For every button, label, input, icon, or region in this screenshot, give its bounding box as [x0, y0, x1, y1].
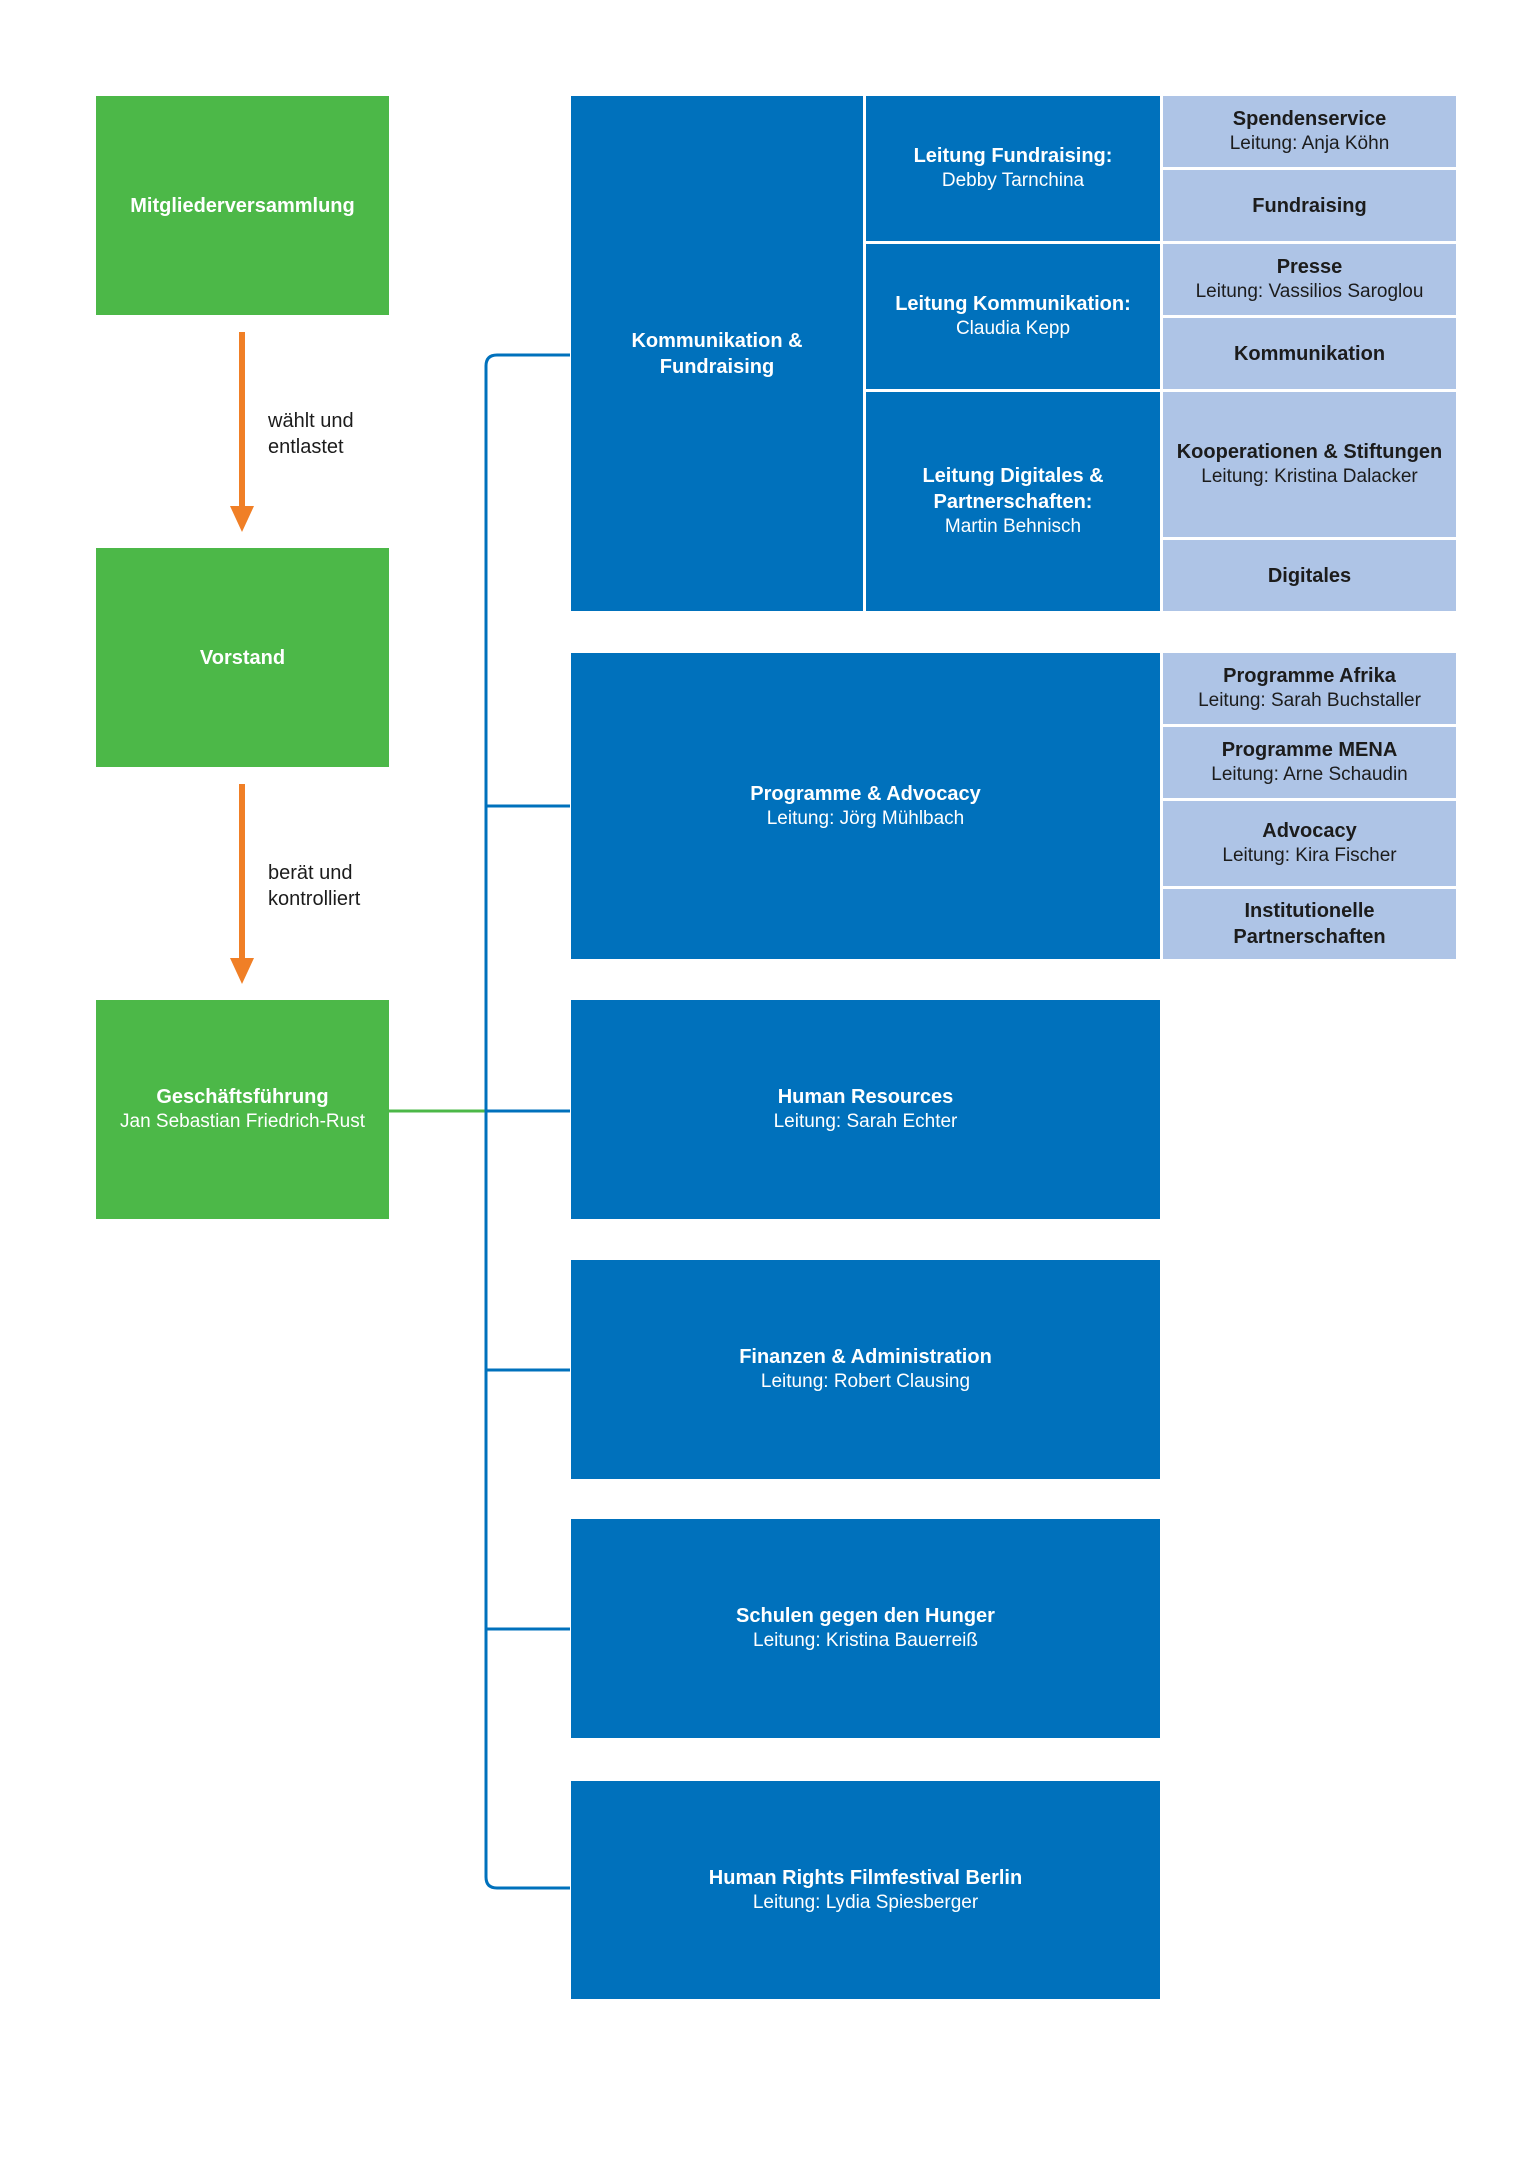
- unit-institutionelle-partnerschaften: Institutionelle Partnerschaften: [1163, 889, 1456, 959]
- management-box: Geschäftsführung Jan Sebastian Friedrich…: [96, 1000, 389, 1219]
- dept-komm-title-line2: Fundraising: [659, 355, 775, 378]
- management-name: Jan Sebastian Friedrich-Rust: [120, 1111, 365, 1133]
- arrow-beraet: [230, 784, 254, 984]
- dept-schulen-lead: Leitung: Kristina Bauerreiß: [753, 1630, 978, 1652]
- arrow2-label-line2: kontrolliert: [268, 888, 361, 910]
- unit-programme-mena: Programme MENA Leitung: Arne Schaudin: [1163, 727, 1456, 798]
- arrow2-label-line1: berät und: [268, 862, 353, 884]
- unit-spendenservice-lead: Leitung: Anja Köhn: [1229, 133, 1390, 155]
- unit-kommunikation: Kommunikation: [1163, 318, 1456, 389]
- dept-komm-title-line1: Kommunikation &: [631, 329, 803, 352]
- unit-advocacy-title: Advocacy: [1262, 820, 1357, 843]
- unit-mena-lead: Leitung: Arne Schaudin: [1211, 764, 1408, 786]
- unit-spendenservice: Spendenservice Leitung: Anja Köhn: [1163, 96, 1456, 167]
- unit-fundraising-title: Fundraising: [1252, 194, 1367, 217]
- unit-programme-afrika: Programme Afrika Leitung: Sarah Buchstal…: [1163, 653, 1456, 724]
- dept-finanzen-title: Finanzen & Administration: [739, 1346, 992, 1369]
- lead-fundraising-title: Leitung Fundraising:: [913, 145, 1113, 168]
- lead-digitales: Leitung Digitales & Partnerschaften: Mar…: [866, 392, 1160, 611]
- unit-institutionelle-title-line1: Institutionelle: [1244, 900, 1375, 922]
- unit-fundraising: Fundraising: [1163, 170, 1456, 241]
- unit-digitales: Digitales: [1163, 540, 1456, 611]
- unit-afrika-lead: Leitung: Sarah Buchstaller: [1198, 690, 1421, 712]
- unit-kommunikation-title: Kommunikation: [1233, 342, 1386, 365]
- lead-kommunikation-name: Claudia Kepp: [955, 318, 1071, 340]
- department-bracket: [484, 353, 570, 1890]
- lead-digitales-title-line1: Leitung Digitales &: [922, 465, 1104, 488]
- unit-presse: Presse Leitung: Vassilios Saroglou: [1163, 244, 1456, 315]
- dept-hr-lead: Leitung: Sarah Echter: [773, 1111, 958, 1133]
- board-box: Vorstand: [96, 548, 389, 767]
- dept-programme-advocacy: Programme & Advocacy Leitung: Jörg Mühlb…: [571, 653, 1160, 959]
- members-assembly-box: Mitgliederversammlung: [96, 96, 389, 315]
- dept-filmfestival-title: Human Rights Filmfestival Berlin: [708, 1866, 1023, 1889]
- arrow-waehlt: [230, 332, 254, 532]
- arrow2-label: berät und kontrolliert: [268, 860, 360, 912]
- unit-mena-title: Programme MENA: [1221, 739, 1398, 762]
- dept-finanzen: Finanzen & Administration Leitung: Rober…: [571, 1260, 1160, 1479]
- dept-filmfestival-lead: Leitung: Lydia Spiesberger: [752, 1891, 979, 1913]
- unit-kooperationen-title: Kooperationen & Stiftungen: [1176, 441, 1443, 464]
- unit-kooperationen-lead: Leitung: Kristina Dalacker: [1201, 466, 1418, 488]
- unit-institutionelle-title-line2: Partnerschaften: [1233, 926, 1386, 948]
- lead-kommunikation: Leitung Kommunikation: Claudia Kepp: [866, 244, 1160, 389]
- lead-fundraising-name: Debby Tarnchina: [941, 170, 1085, 192]
- dept-hr-title: Human Resources: [777, 1086, 954, 1109]
- lead-digitales-name: Martin Behnisch: [944, 516, 1082, 538]
- unit-presse-lead: Leitung: Vassilios Saroglou: [1195, 281, 1424, 303]
- management-title: Geschäftsführung: [156, 1086, 329, 1109]
- dept-human-resources: Human Resources Leitung: Sarah Echter: [571, 1000, 1160, 1219]
- dept-programme-lead: Leitung: Jörg Mühlbach: [766, 807, 965, 829]
- unit-presse-title: Presse: [1276, 256, 1343, 279]
- arrow1-label: wählt und entlastet: [268, 408, 354, 460]
- board-title: Vorstand: [199, 646, 286, 669]
- dept-finanzen-lead: Leitung: Robert Clausing: [760, 1371, 971, 1393]
- arrow1-label-line1: wählt und: [268, 410, 354, 432]
- dept-schulen-title: Schulen gegen den Hunger: [736, 1605, 995, 1628]
- dept-filmfestival: Human Rights Filmfestival Berlin Leitung…: [571, 1781, 1160, 1999]
- members-assembly-title: Mitgliederversammlung: [130, 194, 355, 217]
- dept-schulen: Schulen gegen den Hunger Leitung: Kristi…: [571, 1519, 1160, 1738]
- lead-digitales-title-line2: Partnerschaften:: [933, 491, 1093, 514]
- lead-kommunikation-title: Leitung Kommunikation:: [895, 293, 1131, 316]
- dept-programme-title: Programme & Advocacy: [750, 782, 981, 805]
- arrow1-label-line2: entlastet: [268, 436, 344, 458]
- unit-advocacy: Advocacy Leitung: Kira Fischer: [1163, 801, 1456, 886]
- unit-kooperationen: Kooperationen & Stiftungen Leitung: Kris…: [1163, 392, 1456, 537]
- unit-digitales-title: Digitales: [1267, 564, 1352, 587]
- dept-kommunikation-fundraising: Kommunikation & Fundraising: [571, 96, 863, 611]
- unit-spendenservice-title: Spendenservice: [1232, 108, 1387, 131]
- unit-afrika-title: Programme Afrika: [1223, 665, 1396, 688]
- lead-fundraising: Leitung Fundraising: Debby Tarnchina: [866, 96, 1160, 241]
- unit-advocacy-lead: Leitung: Kira Fischer: [1222, 845, 1397, 867]
